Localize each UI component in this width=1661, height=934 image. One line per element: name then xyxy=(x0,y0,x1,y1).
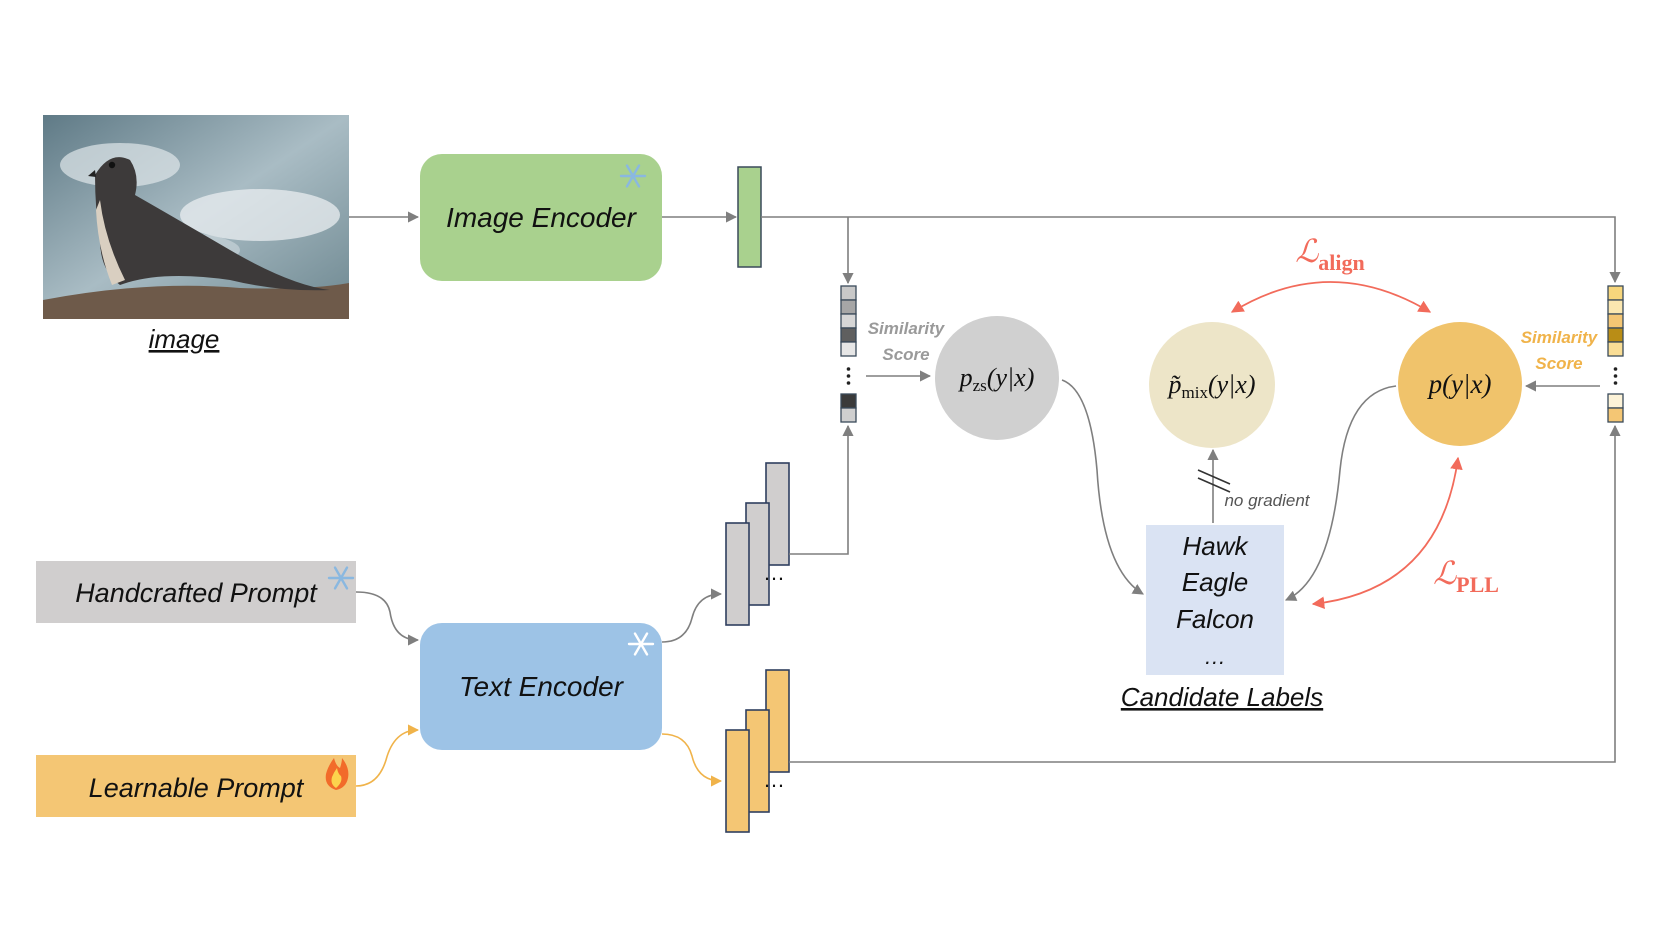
text-encoder-label: Text Encoder xyxy=(459,671,625,702)
orange-features-to-right-score-arrow xyxy=(789,424,1621,763)
similarity-label-left-2: Score xyxy=(882,345,929,364)
handcrafted-text-features xyxy=(725,462,790,626)
learnable-prompt-box: Learnable Prompt xyxy=(36,755,356,817)
stop-gradient-mark-2 xyxy=(1197,477,1231,493)
left-similarity-vector xyxy=(840,285,857,423)
snowflake-icon xyxy=(327,566,355,590)
similarity-label-right-2: Score xyxy=(1535,354,1582,373)
text-encoder-to-grey-features-arrow xyxy=(661,588,723,643)
right-vector-ellipsis xyxy=(1613,367,1618,385)
pzs-to-candidates-arrow xyxy=(1061,379,1144,595)
text-encoder-box: Text Encoder xyxy=(420,623,662,750)
text-encoder-to-orange-features-arrow xyxy=(661,733,723,787)
learnable-text-features xyxy=(725,669,790,833)
loss-align-label: ℒalign xyxy=(1295,233,1365,275)
orange-stack-ellipsis: … xyxy=(763,767,785,792)
align-loss-arrow xyxy=(1230,281,1432,313)
handcrafted-prompt-label: Handcrafted Prompt xyxy=(75,578,318,608)
candidate-label-3: Falcon xyxy=(1176,604,1254,634)
p-model-label: p(y|x) xyxy=(1427,369,1492,399)
grey-stack-ellipsis: … xyxy=(763,560,785,585)
right-similarity-vector xyxy=(1607,285,1624,423)
p-mix-label: p̃mix(y|x) xyxy=(1167,370,1256,402)
similarity-label-left-1: Similarity xyxy=(868,319,946,338)
left-vector-ellipsis xyxy=(846,367,851,385)
candidate-labels-caption: Candidate Labels xyxy=(1121,682,1323,712)
similarity-label-right-1: Similarity xyxy=(1521,328,1599,347)
image-feature-vector xyxy=(737,166,762,268)
candidate-label-1: Hawk xyxy=(1182,531,1249,561)
p-mix-node xyxy=(1149,322,1275,448)
candidate-label-4: … xyxy=(1204,644,1226,669)
candidate-labels-box: Hawk Eagle Falcon … xyxy=(1146,525,1284,675)
learnable-to-text-encoder-arrow xyxy=(355,724,420,787)
p-zs-node xyxy=(935,316,1059,440)
learnable-prompt-label: Learnable Prompt xyxy=(89,773,305,803)
snowflake-icon xyxy=(619,164,647,188)
bird-image xyxy=(43,115,349,319)
grey-features-to-left-score-arrow xyxy=(789,424,854,555)
candidate-label-2: Eagle xyxy=(1182,567,1249,597)
handcrafted-prompt-box: Handcrafted Prompt xyxy=(36,561,356,623)
fire-icon xyxy=(325,758,349,790)
stop-gradient-mark-1 xyxy=(1197,469,1231,485)
image-encoder-box: Image Encoder xyxy=(420,154,662,281)
p-model-node xyxy=(1398,322,1522,446)
no-gradient-label: no gradient xyxy=(1224,491,1310,510)
p-zs-label: pzs(y|x) xyxy=(958,363,1035,395)
image-encoder-label: Image Encoder xyxy=(446,202,638,233)
image-caption: image xyxy=(149,324,220,354)
handcrafted-to-text-encoder-arrow xyxy=(355,591,420,646)
image-feature-to-right-score xyxy=(761,216,1621,284)
pll-loss-arrow xyxy=(1311,456,1463,610)
loss-pll-label: ℒPLL xyxy=(1433,555,1499,597)
snowflake-icon xyxy=(627,632,655,656)
